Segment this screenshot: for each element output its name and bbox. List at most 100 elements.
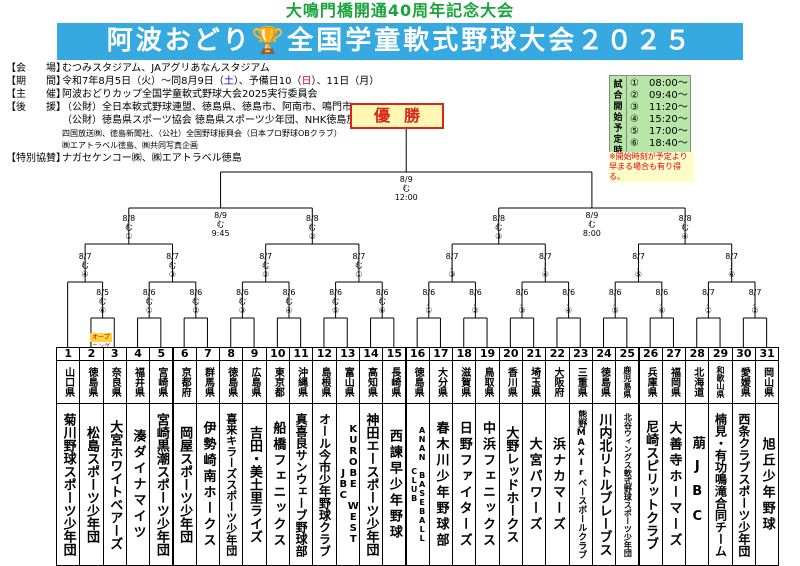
opening-game-tag: オープニング bbox=[90, 333, 112, 350]
team-prefecture: 鳥取県 bbox=[475, 360, 500, 404]
team-number: 9 bbox=[242, 347, 267, 361]
team-prefecture: 福岡県 bbox=[661, 360, 687, 404]
team-name: 船橋フェニックス bbox=[265, 403, 290, 566]
team-number: 13 bbox=[335, 347, 360, 361]
team-name: 熊野MAXIrベースボールクラブ bbox=[568, 403, 593, 566]
team-number: 1 bbox=[56, 347, 81, 361]
team-prefecture: 三重県 bbox=[568, 360, 593, 404]
team-number: 30 bbox=[731, 347, 756, 361]
match-label: 8/9 む 9:45 bbox=[211, 211, 230, 238]
team-number: 10 bbox=[265, 347, 290, 361]
team-prefecture: 徳島県 bbox=[79, 360, 104, 404]
team-name: 神田エースポーツ少年団 bbox=[358, 403, 384, 566]
match-label: 8/6 む ③ bbox=[235, 288, 249, 315]
match-label: 8/6 J ③ bbox=[515, 288, 529, 315]
team-name: オール今市少年野球クラブ bbox=[312, 403, 337, 566]
team-number: 25 bbox=[615, 347, 640, 361]
match-label: 8/5 む ⑥ bbox=[96, 288, 110, 315]
team-prefecture: 富山県 bbox=[335, 360, 360, 404]
banner-title-part1: 阿波おどり bbox=[106, 26, 252, 56]
team-prefecture: 山口県 bbox=[56, 360, 81, 404]
team-prefecture: 徳島県 bbox=[591, 360, 617, 404]
schedule-row: ② 09:40～ bbox=[630, 90, 688, 101]
team-prefecture: 北海道 bbox=[685, 360, 710, 404]
match-label: 8/9 む 8:00 bbox=[582, 211, 601, 238]
team-prefecture: 鹿児島県 bbox=[615, 360, 640, 404]
team-number: 27 bbox=[661, 347, 687, 361]
support-line-2: （公財）徳島県スポーツ協会 徳島県スポーツ少年団、NHK徳島放送局 bbox=[62, 115, 377, 126]
schedule-header-char: 開 bbox=[613, 102, 623, 112]
team-number: 15 bbox=[382, 347, 407, 361]
team-name: 喜来キラーズスポーツ少年団 bbox=[219, 403, 244, 566]
team-prefecture: 東京都 bbox=[265, 360, 290, 404]
team-prefecture: 愛媛県 bbox=[731, 360, 756, 404]
match-label: 8/7 J ⑤ bbox=[632, 252, 645, 279]
match-label: 8/7 J ⑥ bbox=[725, 252, 739, 279]
match-label: 8/6 む ① bbox=[142, 288, 156, 315]
team-name: 中浜フェニックス bbox=[475, 403, 500, 566]
match-label: 8/7 J ② bbox=[748, 288, 762, 315]
team-name: 楠見・有功鳴滝合同チーム bbox=[708, 403, 733, 566]
champion-box: 優勝 bbox=[350, 103, 444, 129]
schedule-header-char: 合 bbox=[613, 91, 623, 101]
sponsor-value: ナガセケンコー㈱、㈱エアトラベル徳島 bbox=[62, 153, 242, 164]
team-name: 真喜良サンウェーブ野球部 bbox=[289, 403, 314, 566]
venue-label: 【会 場】 bbox=[6, 63, 66, 74]
team-number: 20 bbox=[498, 347, 523, 361]
team-name: KUROBE WEST JBC bbox=[335, 403, 360, 566]
schedule-header-char: 定 bbox=[613, 135, 623, 145]
team-prefecture: 福井県 bbox=[125, 360, 151, 404]
host-value: 阿波おどりカップ全国学童軟式野球大会2025実行委員会 bbox=[62, 89, 318, 100]
team-prefecture: 岡山県 bbox=[755, 360, 780, 404]
match-label: 8/7 む ③ bbox=[166, 252, 179, 279]
team-number: 18 bbox=[452, 347, 477, 361]
venue-value: むつみスタジアム、JAアグリあなんスタジアム bbox=[62, 63, 270, 74]
team-prefecture: 高知県 bbox=[358, 360, 384, 404]
team-name: 尼崎スピリットクラブ bbox=[638, 403, 663, 566]
team-number: 3 bbox=[102, 347, 127, 361]
match-label: 8/6 む ⑥ bbox=[375, 288, 389, 315]
team-name: 旭丘少年野球 bbox=[755, 403, 780, 566]
team-name: 伊勢崎南ホークス bbox=[195, 403, 221, 566]
team-number: 23 bbox=[568, 347, 593, 361]
support-line-3: 四国放送㈱、徳島新聞社、（公社）全国野球振興会（日本プロ野球OBクラブ） bbox=[62, 129, 342, 138]
schedule-row: ③ 11:20～ bbox=[630, 102, 688, 113]
sponsor-label: 【特別協賛】 bbox=[6, 153, 66, 164]
match-label: 8/7 J ① bbox=[701, 288, 715, 315]
team-number: 24 bbox=[591, 347, 617, 361]
team-prefecture: 奈良県 bbox=[102, 360, 127, 404]
team-name: 大宮パワーズ bbox=[522, 403, 547, 566]
period-label: 【期 間】 bbox=[6, 76, 66, 87]
team-name: 吉田・美土里ライズ bbox=[242, 403, 267, 566]
team-name: 大野レッドホークス bbox=[498, 403, 523, 566]
team-prefecture: 群馬県 bbox=[195, 360, 221, 404]
tournament-banner: 阿波おどり🏆全国学童軟式野球大会２０２５ bbox=[57, 23, 743, 60]
match-label: 8/6 む ④ bbox=[282, 288, 296, 315]
match-label: 8/9 む 12:00 bbox=[394, 175, 418, 202]
match-label: 8/6 J ④ bbox=[562, 288, 576, 315]
team-name: 大宮ホワイトベアーズ bbox=[102, 403, 127, 566]
team-number: 8 bbox=[219, 347, 244, 361]
team-number: 2 bbox=[79, 347, 104, 361]
host-label: 【主 催】 bbox=[6, 89, 66, 100]
period-value: 令和7年8月5日（火）〜同8月9日（土）、予備日10（日）、11日（月） bbox=[62, 76, 380, 87]
match-label: 8/7 む ② bbox=[259, 252, 273, 279]
team-number: 29 bbox=[708, 347, 733, 361]
team-name: ANAN BASEBALL CLUB bbox=[405, 403, 430, 566]
schedule-header-char: 試 bbox=[613, 80, 623, 90]
match-label: 8/7 む ① bbox=[352, 252, 366, 279]
team-number: 14 bbox=[358, 347, 384, 361]
team-prefecture: 徳島県 bbox=[405, 360, 430, 404]
trophy-icon: 🏆 bbox=[251, 26, 288, 56]
team-number: 17 bbox=[428, 347, 454, 361]
team-prefecture: 京都府 bbox=[172, 360, 197, 404]
team-number: 16 bbox=[405, 347, 430, 361]
banner-title-part2: 全国学童軟式野球大会２０２５ bbox=[287, 26, 694, 56]
team-prefecture: 徳島県 bbox=[219, 360, 244, 404]
team-number: 4 bbox=[125, 347, 151, 361]
team-name: 西諫早少年野球 bbox=[382, 403, 407, 566]
team-number: 12 bbox=[312, 347, 337, 361]
match-label: 8/6 J ① bbox=[422, 288, 436, 315]
match-label: 8/6 J ⑤ bbox=[608, 288, 622, 315]
match-label: 8/8 む ④ bbox=[678, 214, 692, 241]
